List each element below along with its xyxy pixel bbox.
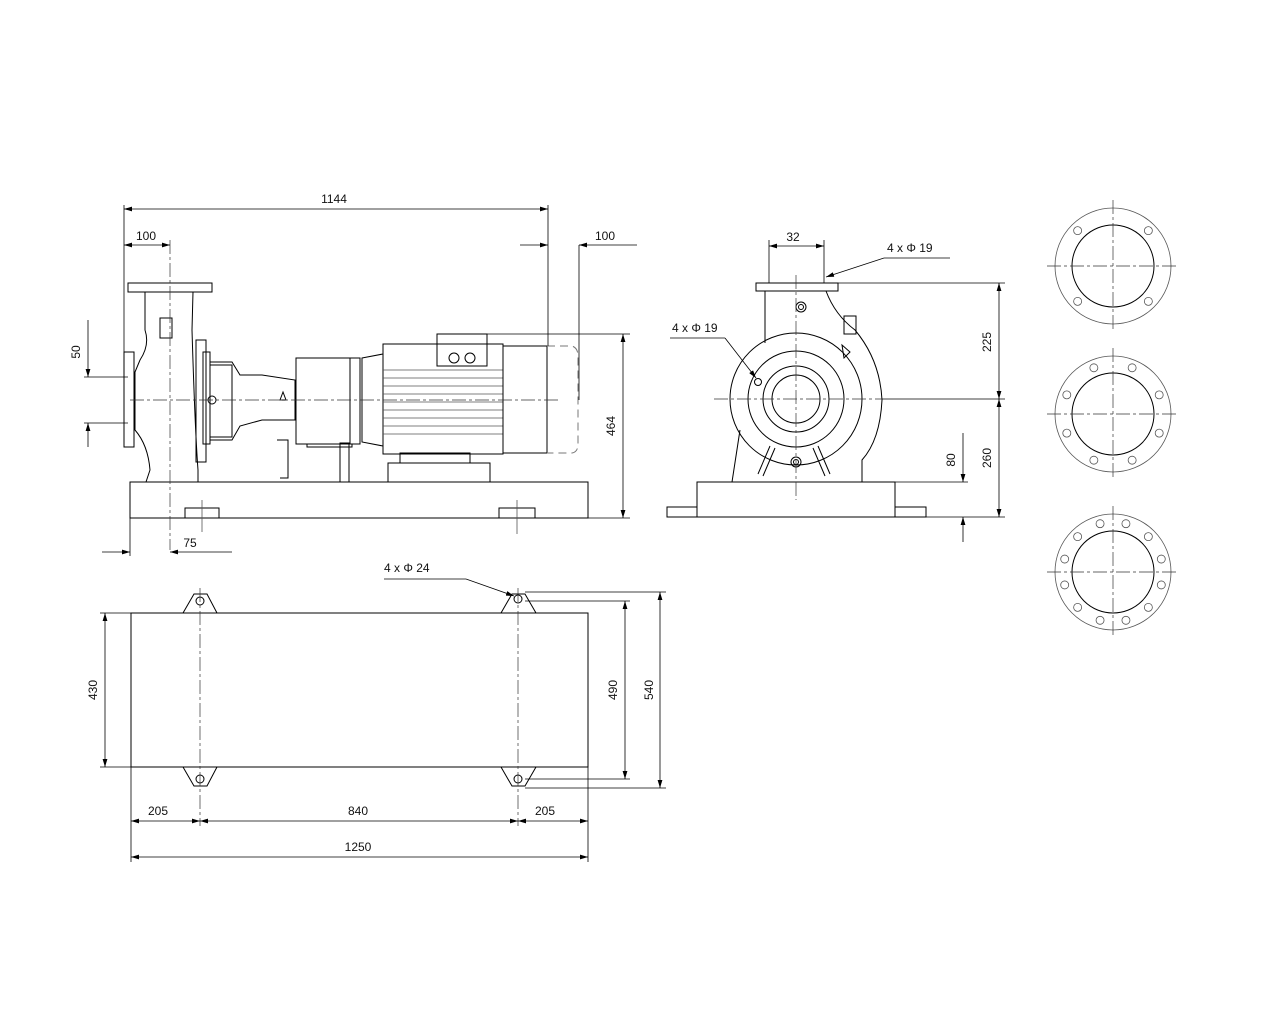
bolt-hole <box>1089 455 1099 465</box>
bolt-hole <box>1156 554 1166 564</box>
dim-height: 464 <box>604 416 618 436</box>
dim-base-height: 80 <box>944 453 958 467</box>
anchor-holes-note: 4 x Φ 24 <box>384 561 430 575</box>
base-frame <box>129 481 589 534</box>
dim-width: 430 <box>86 680 100 700</box>
side-dimensions: 1144 100 100 464 50 75 <box>69 192 637 556</box>
dim-overall-length: 1144 <box>321 192 347 206</box>
flange-patterns <box>1047 200 1179 638</box>
base-plate-outline <box>130 612 589 768</box>
bolt-hole <box>1121 519 1131 529</box>
dim-total-length: 1250 <box>345 840 372 854</box>
end-base <box>666 481 927 518</box>
dim-anchor-span: 490 <box>606 680 620 700</box>
bolt-hole <box>1095 519 1105 529</box>
side-view: 1144 100 100 464 50 75 <box>69 192 637 556</box>
bolt-hole <box>1073 226 1083 236</box>
dim-base-offset: 75 <box>183 536 197 550</box>
dim-anchor-spacing: 840 <box>348 804 368 818</box>
bolt-hole <box>1073 532 1083 542</box>
dim-left-edge: 205 <box>148 804 168 818</box>
motor <box>130 333 579 483</box>
volute-casing <box>714 275 883 500</box>
bolt-hole <box>1127 363 1137 373</box>
flange-pattern <box>1047 200 1179 332</box>
plan-dimensions: 4 x Φ 24 430 490 540 205 840 205 1250 <box>86 561 666 862</box>
dim-shaft-height: 260 <box>980 448 994 468</box>
anchor-lugs <box>182 588 537 826</box>
bolt-hole <box>1060 580 1070 590</box>
bolt-hole <box>1143 602 1153 612</box>
coupling-guard <box>295 357 361 483</box>
pump-casing <box>123 240 213 550</box>
dim-upper-height: 225 <box>980 332 994 352</box>
bolt-hole <box>1143 296 1153 306</box>
bolt-hole <box>1095 615 1105 625</box>
bolt-hole <box>1127 455 1137 465</box>
dim-total-width: 540 <box>642 680 656 700</box>
bolt-hole <box>1062 390 1072 400</box>
plan-view: 4 x Φ 24 430 490 540 205 840 205 1250 <box>86 561 666 862</box>
dim-flange-offset: 50 <box>69 345 83 359</box>
bolt-hole <box>1154 390 1164 400</box>
bolt-hole <box>1143 226 1153 236</box>
bolt-hole <box>1154 428 1164 438</box>
outlet-holes-note: 4 x Φ 19 <box>887 241 933 255</box>
end-view: 32 4 x Φ 19 4 x Φ 19 225 260 80 <box>666 230 1005 542</box>
bolt-hole <box>1062 428 1072 438</box>
end-dimensions: 32 4 x Φ 19 4 x Φ 19 225 260 80 <box>670 230 1005 542</box>
flange-pattern <box>1047 348 1179 480</box>
bolt-hole <box>1121 615 1131 625</box>
bolt-hole <box>1143 532 1153 542</box>
bolt-hole <box>1156 580 1166 590</box>
bolt-hole <box>1073 602 1083 612</box>
bolt-hole <box>1060 554 1070 564</box>
inlet-holes-note: 4 x Φ 19 <box>672 321 718 335</box>
dim-motor-overhang: 100 <box>595 229 615 243</box>
flange-pattern <box>1047 506 1179 638</box>
motor-cooling-fins <box>383 369 503 435</box>
bolt-hole <box>1073 296 1083 306</box>
dim-suction-offset: 100 <box>136 229 156 243</box>
dim-outlet: 32 <box>786 230 800 244</box>
bolt-hole <box>1089 363 1099 373</box>
dim-right-edge: 205 <box>535 804 555 818</box>
bearing-bracket <box>207 361 296 479</box>
